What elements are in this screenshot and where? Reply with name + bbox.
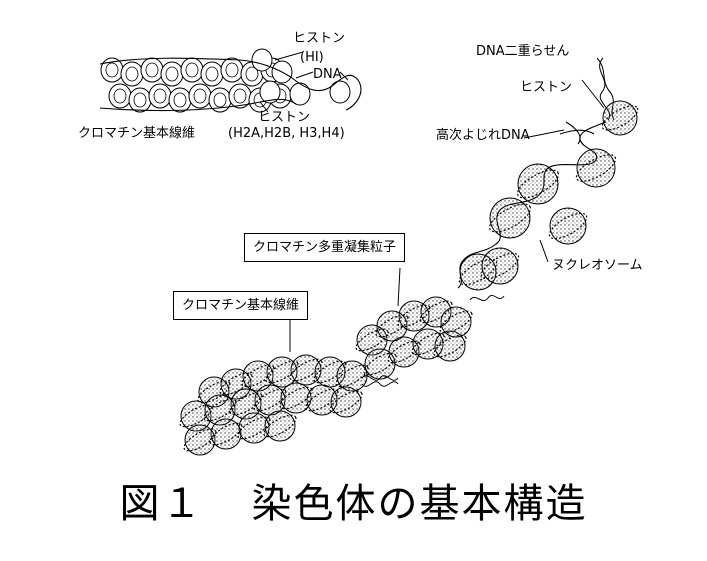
inset-nucleosome <box>200 61 224 87</box>
linker-helix <box>361 294 505 387</box>
label-histone-core: ヒストン <box>258 110 311 125</box>
inset-nucleosome-core <box>245 66 259 82</box>
inset-nucleosome-core <box>125 66 139 82</box>
fiber-nucleosome <box>439 306 473 338</box>
inset-nucleosome <box>180 57 204 83</box>
inset-dna-strand-2 <box>99 57 293 79</box>
nucleosome <box>480 247 520 285</box>
inset-nucleosome-core <box>233 88 247 104</box>
inset-nucleosome-core <box>173 92 187 108</box>
inset-nucleosome-core <box>193 88 207 104</box>
inset-nucleosome-core <box>145 62 159 78</box>
nucleosome <box>488 197 532 239</box>
inset-nucleosome <box>148 83 172 109</box>
label-h1: (HI) <box>300 50 324 65</box>
fiber-bead-group <box>179 296 473 456</box>
inset-nucleosome <box>251 48 273 72</box>
nucleosome-group <box>458 100 639 291</box>
inset-nucleosome-core <box>165 66 179 82</box>
figure-caption: 図１ 染色体の基本構造 <box>0 480 707 528</box>
fiber-nucleosome <box>329 386 363 418</box>
inset-dna-strand-3 <box>99 98 297 112</box>
fiber-nucleosome <box>183 424 217 456</box>
inset-nucleosome-core <box>105 62 119 78</box>
label-nucleosome: ヌクレオソーム <box>552 258 643 273</box>
inset-nucleosome <box>289 82 311 106</box>
inset-nucleosome <box>168 87 192 113</box>
inset-nucleosome <box>108 83 132 109</box>
inset-nucleosome-core <box>225 62 239 78</box>
inset-nucleosome <box>160 61 184 87</box>
inset-nucleosome-core <box>185 62 199 78</box>
caption-title: 染色体の基本構造 <box>251 481 588 527</box>
label-dna: DNA <box>313 67 342 82</box>
inset-nucleosome <box>220 57 244 83</box>
label-multi-particle: クロマチン多重凝集粒子 <box>244 233 406 262</box>
inset-nucleosome <box>259 80 281 104</box>
label-core-types: (H2A,H2B, H3,H4) <box>228 126 345 141</box>
inset-fiber <box>99 48 362 113</box>
inset-dna-strand <box>291 74 362 111</box>
inset-nucleosome <box>188 83 212 109</box>
inset-nucleosome <box>329 80 351 104</box>
label-dna-double: DNA二重らせん <box>476 44 570 59</box>
inset-nucleosome-core <box>205 66 219 82</box>
nucleosome <box>548 207 588 245</box>
fiber-nucleosome <box>433 330 467 362</box>
inset-nucleosome <box>128 87 152 113</box>
label-histone-right: ヒストン <box>520 80 573 95</box>
inset-nucleosome-core <box>113 88 127 104</box>
inset-pointers <box>259 51 349 113</box>
caption-number: 図１ <box>119 481 204 527</box>
inset-nucleosome <box>120 61 144 87</box>
label-fiber-top: クロマチン基本線維 <box>78 126 196 141</box>
inset-nucleosome-core <box>133 92 147 108</box>
nucleosome <box>516 163 560 205</box>
fiber-nucleosome <box>279 382 313 414</box>
fiber-nucleosome <box>263 410 297 442</box>
inset-nucleosome <box>140 57 164 83</box>
inset-nucleosome-core <box>153 88 167 104</box>
label-histone-h1: ヒストン <box>293 31 346 46</box>
label-fiber-box: クロマチン基本線維 <box>173 291 309 320</box>
inset-nucleosome-core <box>213 92 227 108</box>
label-supercoil: 高次よじれDNA <box>436 128 530 143</box>
main-pointers <box>289 79 605 352</box>
nucleosome <box>575 148 617 188</box>
